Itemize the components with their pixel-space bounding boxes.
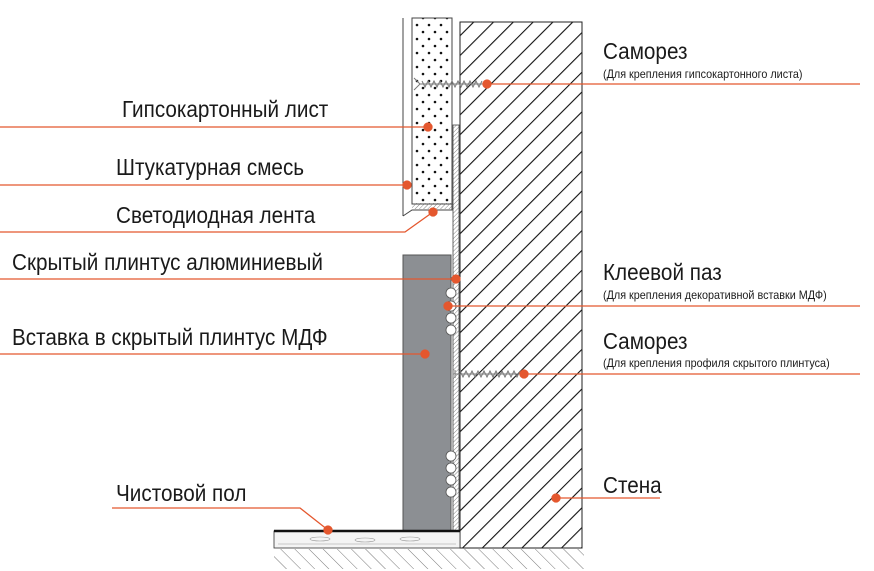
screw-top-note: (Для крепления гипсокартонного листа) <box>603 67 803 81</box>
led-strip <box>412 203 452 209</box>
glue-groove-title: Клеевой паз <box>603 259 722 285</box>
plaster-label: Штукатурная смесь <box>116 154 305 180</box>
screw-bottom-note: (Для крепления профиля скрытого плинтуса… <box>603 356 830 370</box>
glue-groove-note: (Для крепления декоративной вставки МДФ) <box>603 288 827 302</box>
mdf-insert-label: Вставка в скрытый плинтус МДФ <box>12 324 328 350</box>
mdf-insert <box>402 254 452 533</box>
wall-label: Стена <box>603 472 662 498</box>
subfloor <box>274 549 584 569</box>
aluminum-baseboard-label: Скрытый плинтус алюминиевый <box>12 249 323 275</box>
wall <box>459 21 583 549</box>
floor-wood-grain <box>278 536 456 545</box>
finish-floor <box>273 530 461 549</box>
screw-bottom <box>454 369 522 379</box>
finish-floor-label: Чистовой пол <box>116 480 247 506</box>
drywall-sheet <box>411 17 453 205</box>
drywall-label: Гипсокартонный лист <box>122 96 329 122</box>
screw-bottom-title: Саморез <box>603 328 688 354</box>
screw-top-title: Саморез <box>603 38 688 64</box>
led-strip-label: Светодиодная лента <box>116 202 316 228</box>
screw-top <box>413 77 485 91</box>
leader-lines <box>0 79 860 535</box>
